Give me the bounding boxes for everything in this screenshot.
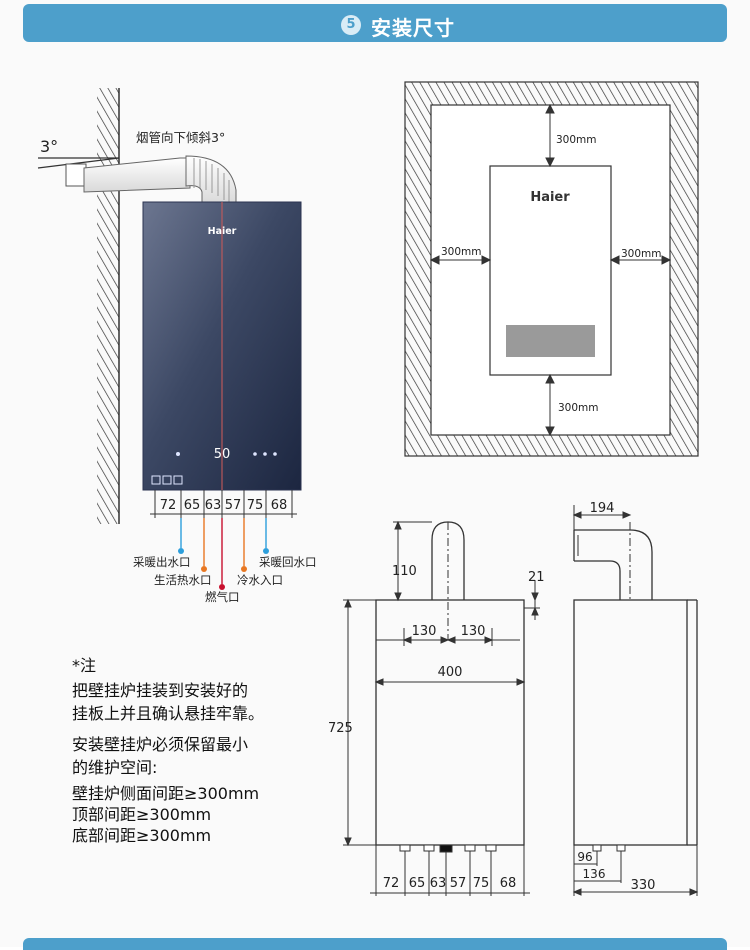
clearance-arrows (429, 103, 672, 437)
section-title: 安装尺寸 (371, 16, 455, 40)
section-header: 5 安装尺寸 (23, 4, 727, 42)
spacing-label: 63 (430, 876, 447, 891)
display-dot-icon (263, 452, 267, 456)
flue-height-label: 110 (392, 564, 417, 579)
wall-hatch (97, 88, 119, 524)
note-line: 壁挂炉侧面间距≥300mm (72, 784, 260, 803)
spacing-label: 65 (409, 876, 426, 891)
side-dimension-view (572, 505, 699, 896)
panel-button-icon (173, 475, 183, 485)
spacing-label: 72 (160, 498, 177, 513)
flue-offset-label: 21 (528, 570, 545, 585)
spacing-label: 72 (383, 876, 400, 891)
side-spacing-row: 72 65 63 57 75 68 (150, 490, 297, 518)
footer-bar (23, 938, 727, 950)
spacing-label: 65 (184, 498, 201, 513)
panel-button-icon (151, 475, 161, 485)
front-boiler-outline (375, 599, 525, 846)
flue-pipe (65, 155, 237, 206)
spacing-label: 57 (225, 498, 242, 513)
spacing-label: 68 (271, 498, 288, 513)
display-dot-icon (176, 452, 180, 456)
side-flue-outline (574, 529, 653, 600)
heating-return-label: 采暖回水口 (259, 555, 317, 569)
boiler-display-readout: 50 (214, 447, 231, 462)
side-boiler-outline (573, 599, 688, 846)
right-clearance-label: 300mm (621, 248, 662, 260)
left-clearance-label: 300mm (441, 246, 482, 258)
side-depth-label: 330 (631, 878, 656, 893)
display-dot-icon (253, 452, 257, 456)
note-line: 的维护空间: (72, 758, 158, 777)
connection-lines (178, 518, 269, 590)
front-dimension-view (343, 520, 540, 896)
clearance-view: Haier 300mm 300mm 300mm 300mm (404, 81, 699, 457)
front-spacing-row: 72 65 63 57 75 68 (383, 876, 517, 891)
heating-return-dot (263, 548, 269, 554)
clearance-brand-logo: Haier (530, 190, 570, 205)
boiler-brand-logo: Haier (208, 226, 237, 237)
dhw-out-dot (201, 566, 207, 572)
dhw-out-label: 生活热水口 (154, 573, 212, 587)
cold-in-label: 冷水入口 (237, 573, 283, 587)
panel-highlight (221, 202, 223, 490)
pipe-a-label: 96 (577, 850, 592, 864)
front-height-label: 725 (328, 721, 353, 736)
boiler-display-window (506, 325, 595, 357)
gas-dot (219, 584, 225, 590)
heating-out-dot (178, 548, 184, 554)
heating-out-label: 采暖出水口 (133, 555, 191, 569)
spacing-label: 57 (450, 876, 467, 891)
spacing-label: 63 (205, 498, 222, 513)
cold-in-dot (241, 566, 247, 572)
section-number-badge: 5 (341, 15, 361, 35)
spacing-label: 68 (500, 876, 517, 891)
pipe-b-label: 136 (583, 867, 606, 881)
note-line: 安装壁挂炉必须保留最小 (72, 735, 249, 754)
panel-button-icon (162, 475, 172, 485)
flue-offset-side-label: 194 (590, 501, 615, 516)
spacing-label: 75 (247, 498, 264, 513)
half-width-right-label: 130 (461, 624, 486, 639)
gas-label: 燃气口 (205, 590, 240, 604)
note-line: 把壁挂炉挂装到安装好的 (72, 681, 249, 700)
spacing-label: 75 (473, 876, 490, 891)
flue-slope-label: 烟管向下倾斜3° (136, 130, 225, 145)
note-title: *注 (72, 656, 97, 675)
angle-slope-line (37, 157, 120, 169)
display-dot-icon (273, 452, 277, 456)
front-width-label: 400 (438, 665, 463, 680)
note-line: 顶部间距≥300mm (72, 805, 212, 824)
note-line: 挂板上并且确认悬挂牢靠。 (72, 704, 265, 723)
side-install-view: 3° 烟管向下倾斜3° Haier 50 (37, 88, 317, 604)
half-width-left-label: 130 (412, 624, 437, 639)
top-clearance-label: 300mm (556, 134, 597, 146)
bottom-clearance-label: 300mm (558, 402, 599, 414)
note-line: 底部间距≥300mm (72, 826, 212, 845)
angle-label: 3° (40, 137, 58, 156)
